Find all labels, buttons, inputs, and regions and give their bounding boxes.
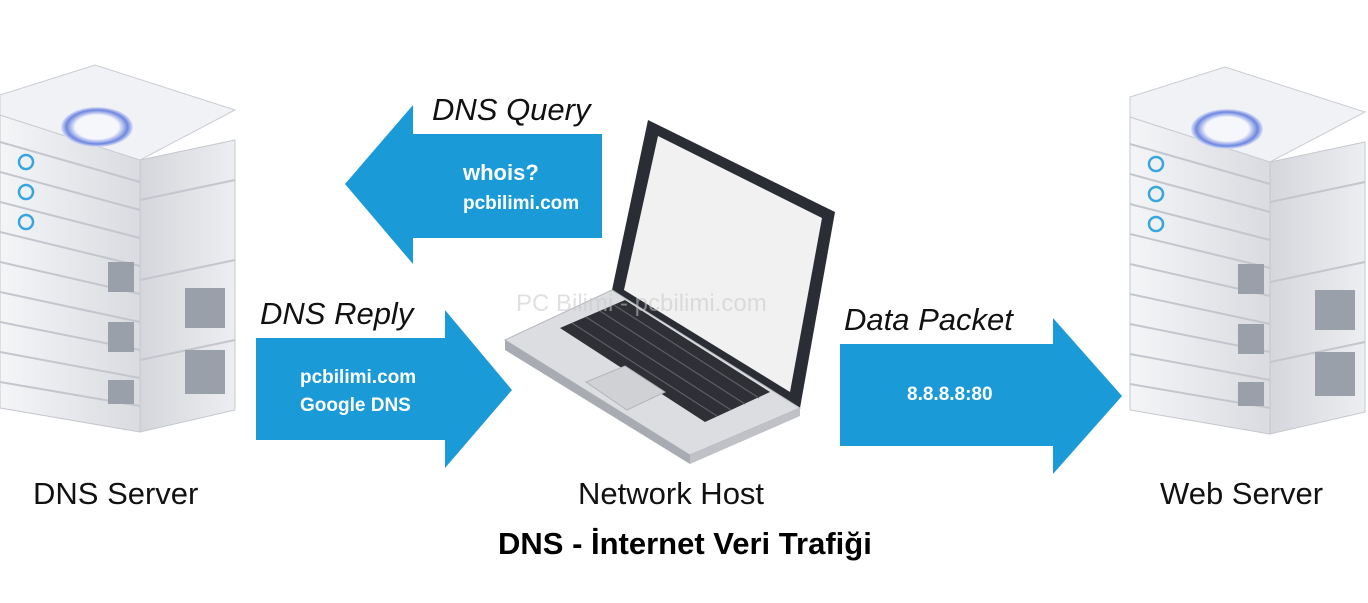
dns-server-label: DNS Server: [33, 476, 199, 511]
dns-query-line1: whois?: [463, 160, 539, 185]
laptop-icon: [503, 120, 835, 464]
web-server-icon: [1129, 66, 1367, 435]
dns-server-icon: [0, 64, 237, 433]
web-server-label: Web Server: [1160, 476, 1324, 511]
diagram-title: DNS - İnternet Veri Trafiği: [498, 526, 872, 561]
data-packet-heading: Data Packet: [844, 302, 1013, 337]
dns-query-arrow: [345, 105, 602, 264]
watermark: PC Bilimi - pcbilimi.com: [516, 290, 767, 317]
data-packet-line1: 8.8.8.8:80: [907, 384, 993, 405]
dns-reply-arrow: [256, 310, 512, 468]
data-packet-arrow: [840, 318, 1122, 474]
dns-reply-line1: pcbilimi.com: [300, 367, 417, 388]
dns-query-line2: pcbilimi.com: [463, 193, 580, 214]
dns-query-heading: DNS Query: [432, 92, 591, 127]
dns-reply-line2: Google DNS: [300, 395, 411, 416]
dns-reply-heading: DNS Reply: [260, 296, 414, 331]
network-host-label: Network Host: [578, 476, 765, 511]
